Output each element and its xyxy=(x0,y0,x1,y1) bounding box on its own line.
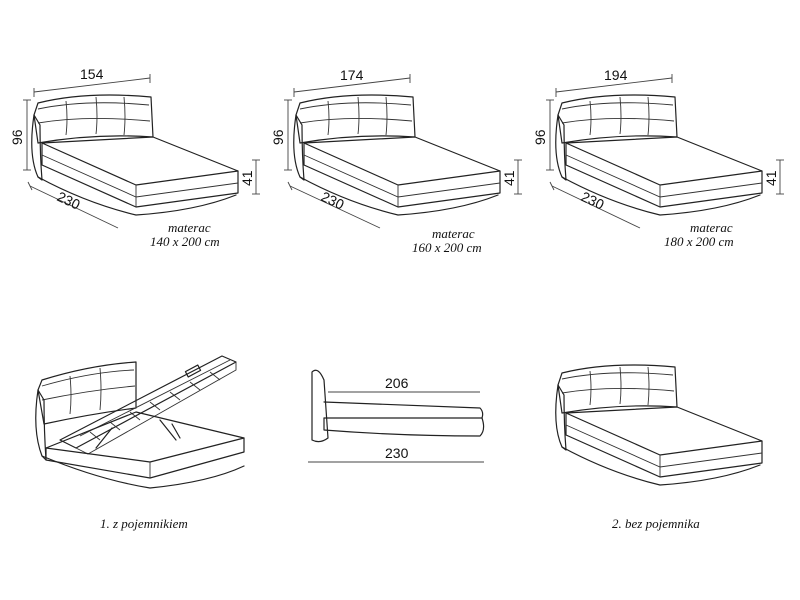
bed-1-height-label: 96 xyxy=(9,129,25,145)
bed-1-width-label: 154 xyxy=(80,66,104,82)
bed-2-width-label: 174 xyxy=(340,67,364,83)
bed-1-length-dimension xyxy=(27,181,119,229)
side-view-inner-length-label: 206 xyxy=(385,375,409,391)
bed-1-mattress-size: 140 x 200 cm xyxy=(150,234,220,249)
bed-3-mattress-size: 180 x 200 cm xyxy=(664,234,734,249)
bed-3-width-dimension xyxy=(555,74,673,97)
side-view-total-length-label: 230 xyxy=(385,445,409,461)
bed-1-frame-height-label: 41 xyxy=(239,170,255,186)
bed-3-frame-height-dimension xyxy=(776,159,784,195)
bed-2-frame-height-label: 41 xyxy=(501,170,517,186)
bed-2-length-dimension xyxy=(287,181,381,229)
bed-3-length-dimension xyxy=(549,181,641,229)
bed-2-width-dimension xyxy=(293,74,411,97)
bed-2-mattress-label: materac xyxy=(432,226,475,241)
bed-with-storage-drawing xyxy=(35,355,245,489)
caption-without-storage: 2. bez pojemnika xyxy=(612,516,700,531)
side-view-drawing xyxy=(311,369,485,443)
bed-1-height-dimension xyxy=(23,99,31,171)
bed-2-height-dimension xyxy=(284,99,292,171)
bed-1-mattress-label: materac xyxy=(168,220,211,235)
caption-with-storage: 1. z pojemnikiem xyxy=(100,516,188,531)
bed-3-mattress-label: materac xyxy=(690,220,733,235)
bed-without-storage-drawing xyxy=(555,364,763,486)
bed-2-height-label: 96 xyxy=(270,129,286,145)
bed-3-length-label: 230 xyxy=(579,188,607,212)
bed-2-length-label: 230 xyxy=(319,188,347,212)
bed-1-width-dimension xyxy=(33,74,151,97)
bed-1-frame-height-dimension xyxy=(252,159,260,195)
bed-3-width-label: 194 xyxy=(604,67,628,83)
bed-3-height-label: 96 xyxy=(532,129,548,145)
bed-2-frame-height-dimension xyxy=(514,159,522,195)
bed-3-frame-height-label: 41 xyxy=(763,170,779,186)
bed-2-mattress-size: 160 x 200 cm xyxy=(412,240,482,255)
bed-3-height-dimension xyxy=(546,99,554,171)
